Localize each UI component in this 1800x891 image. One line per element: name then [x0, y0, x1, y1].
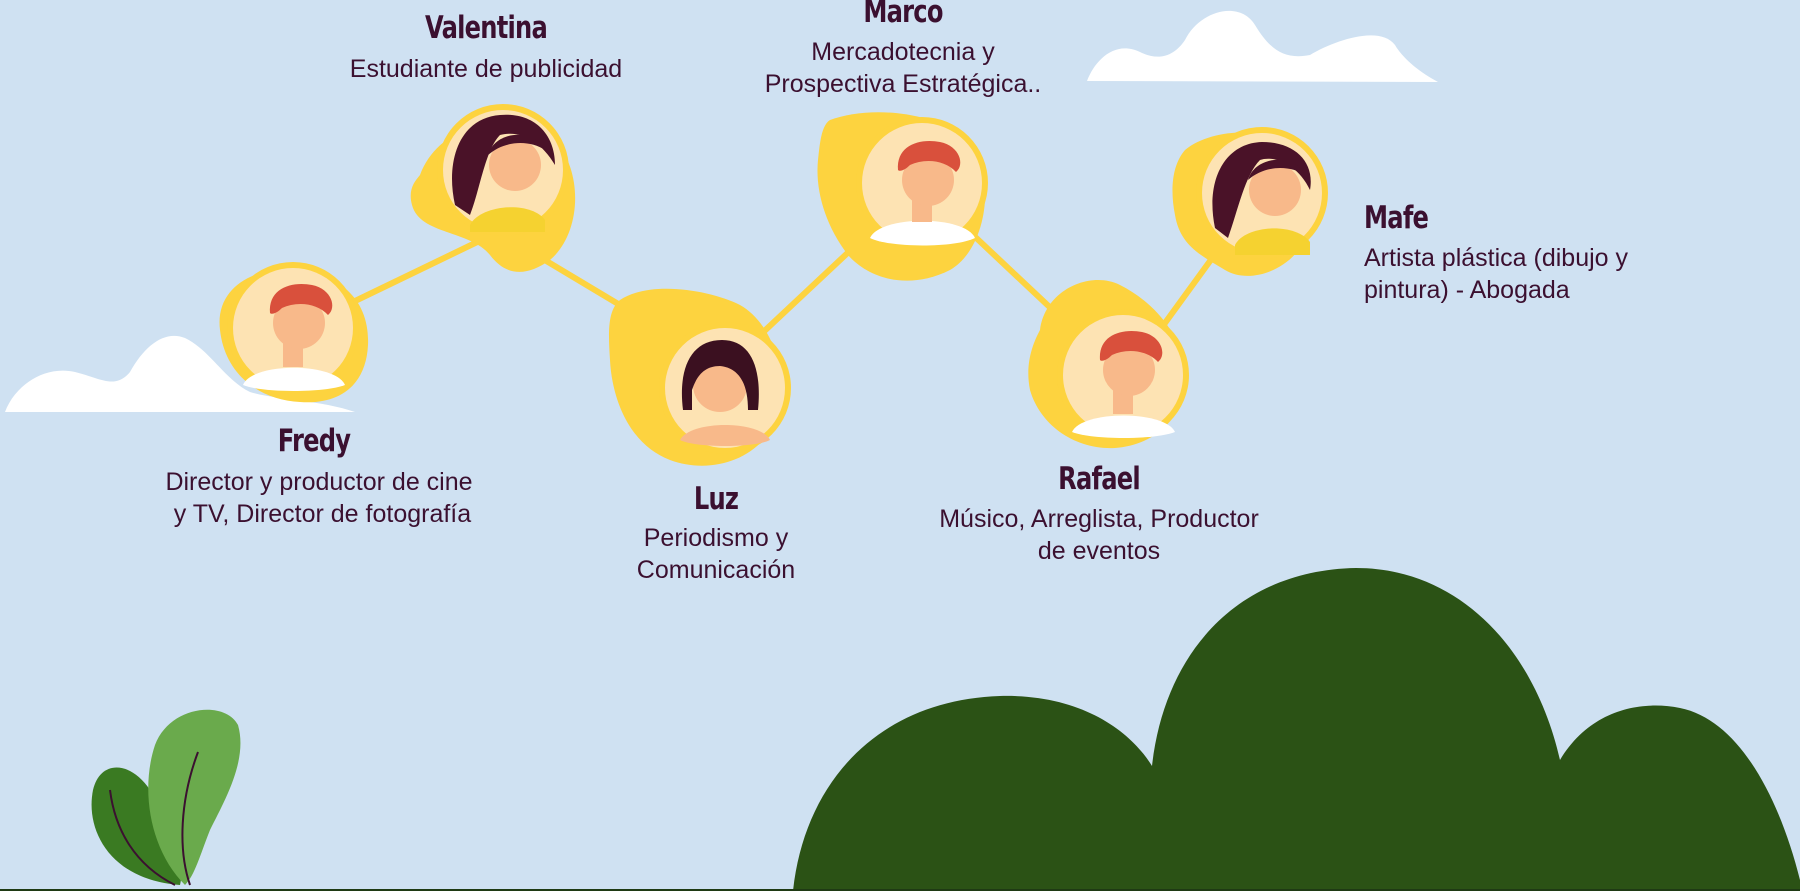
person-name-rafael: Rafael [1058, 461, 1141, 497]
person-name-fredy: Fredy [277, 423, 351, 459]
person-name-marco: Marco [863, 0, 943, 30]
avatar-marco [817, 112, 988, 281]
person-role-luz: Periodismo y Comunicación [636, 524, 796, 584]
avatar-valentina [410, 104, 576, 272]
green-hills [793, 568, 1800, 891]
person-role-fredy: Director y productor de cine y TV, Direc… [165, 468, 473, 528]
cloud-left [5, 335, 355, 412]
person-role-rafael: Músico, Arreglista, Productor de eventos [939, 505, 1259, 565]
person-name-mafe: Mafe [1364, 200, 1429, 236]
bottom-border [0, 889, 1800, 891]
person-role-valentina: Estudiante de publicidad [349, 55, 623, 83]
leaf-plant [91, 709, 241, 886]
person-role-mafe: Artista plástica (dibujo y pintura) - Ab… [1364, 244, 1629, 304]
avatar-mafe [1172, 127, 1328, 276]
person-name-luz: Luz [693, 481, 739, 517]
person-role-marco: Mercadotecnia y Prospectiva Estratégica.… [764, 38, 1042, 98]
avatar-fredy [219, 262, 369, 403]
cloud-top-right [1087, 10, 1438, 83]
avatar-rafael [1028, 280, 1189, 449]
avatar-luz [609, 288, 791, 466]
person-name-valentina: Valentina [425, 10, 548, 46]
